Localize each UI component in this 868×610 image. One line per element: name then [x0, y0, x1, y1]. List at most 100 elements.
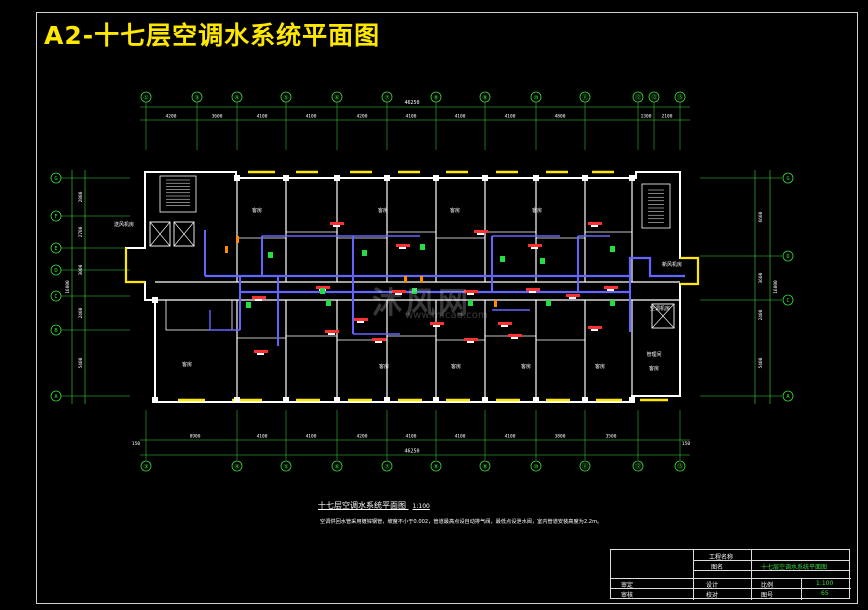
axis-label-top: ⑮	[677, 94, 683, 102]
fan-coil-valve	[531, 247, 538, 249]
fan-coil-valve	[467, 293, 474, 295]
watermark: 沐风网	[372, 286, 471, 321]
room-label: 客房	[451, 363, 461, 370]
drawing-number-value: 65	[821, 590, 829, 597]
approve-label: 审定	[621, 582, 634, 589]
axis-label-top: ⑪	[582, 94, 588, 102]
dim-bottom: 4100	[406, 434, 417, 440]
connector	[404, 276, 407, 283]
axis-bubble-bottom	[530, 460, 542, 472]
fan-coil-valve	[255, 299, 262, 301]
axis-bubble-bottom	[381, 460, 393, 472]
axis-bubble-bottom	[674, 460, 686, 472]
stair-left	[159, 175, 197, 213]
dim-bottom: 3500	[606, 434, 617, 440]
fan-coil-unit	[474, 230, 488, 233]
valve-green	[540, 258, 545, 264]
dim-bottom-edge-left: 150	[132, 441, 140, 447]
dim-left: 2700	[78, 226, 84, 237]
column	[582, 175, 588, 181]
axis-label-left: E	[54, 246, 57, 252]
axis-label-top: ⑥	[334, 95, 339, 102]
axis-label-bottom: ⑧	[433, 464, 438, 471]
column	[234, 175, 240, 181]
room-label: 新风机房	[662, 261, 682, 268]
project-name-label: 工程名称	[709, 554, 734, 561]
axis-label-bottom: ⑨	[482, 464, 487, 471]
elevator-3	[651, 303, 675, 329]
dim-top: 4200	[357, 114, 368, 120]
elevator-1	[149, 221, 171, 247]
valve-green	[420, 244, 425, 250]
fan-coil-valve	[529, 291, 536, 293]
drawing-caption: 十七层空调水系统平面图 1:100	[318, 500, 430, 511]
drawing-note: 空调供回水管采用镀锌钢管，坡度不小于0.002，管道最高点设自动排气阀，最低点设…	[320, 519, 603, 525]
fan-coil-unit	[252, 296, 266, 299]
fan-coil-unit	[330, 222, 344, 225]
dim-right-total: 16800	[773, 280, 779, 294]
dim-left: 3000	[78, 264, 84, 275]
fan-coil-valve	[569, 297, 576, 299]
valve-green	[362, 250, 367, 256]
axis-label-bottom: ⑪	[582, 463, 588, 471]
fan-coil-unit	[464, 290, 478, 293]
dim-bottom: 4100	[505, 434, 516, 440]
column	[384, 397, 390, 403]
axis-label-right: A	[786, 394, 790, 400]
dim-left: 2400	[78, 307, 84, 318]
axis-bubble-bottom	[479, 460, 491, 472]
fan-coil-unit	[588, 222, 602, 225]
drawing-title: A2-十七层空调水系统平面图	[44, 21, 381, 50]
axis-label-left: D	[54, 268, 57, 274]
dim-top: 4800	[555, 114, 566, 120]
column	[334, 397, 340, 403]
branch-pipe-south	[209, 309, 530, 335]
axis-bubble-bottom	[579, 460, 591, 472]
axis-label-top: ④	[234, 95, 239, 102]
fan-coil-valve	[357, 321, 364, 323]
fan-coil-valve	[591, 225, 598, 227]
axis-label-right: C	[786, 298, 789, 304]
dim-bottom-edge-right: 150	[682, 441, 690, 447]
connector	[494, 300, 497, 307]
fan-coil-unit	[354, 318, 368, 321]
stair-right	[641, 183, 671, 229]
column	[629, 397, 635, 403]
room-label: 客房	[450, 207, 460, 214]
axis-label-bottom: ⑩	[533, 464, 538, 471]
dim-top: 4200	[166, 114, 177, 120]
column	[629, 175, 635, 181]
axis-label-bottom: ⑮	[677, 463, 683, 471]
axis-bubble-bottom	[430, 460, 442, 472]
fan-coil-valve	[467, 341, 474, 343]
axis-bubble-right	[782, 250, 794, 262]
room-label: 空调机房	[650, 305, 670, 312]
axis-bubble-bottom	[231, 460, 243, 472]
fan-coil-valve	[607, 289, 614, 291]
axis-label-left: F	[54, 214, 57, 220]
valve-green	[246, 302, 251, 308]
axis-label-top: ⑬	[651, 94, 657, 102]
room-label: 送风机房	[114, 221, 134, 228]
axis-label-top: ③	[194, 95, 199, 102]
axis-bubble-bottom	[632, 460, 644, 472]
dim-top-total: 46250	[404, 100, 419, 106]
room-label: 客房	[379, 363, 389, 370]
fan-coil-unit	[566, 294, 580, 297]
column	[234, 397, 240, 403]
fan-coil-valve	[501, 325, 508, 327]
dim-left: 2800	[78, 191, 84, 202]
axis-label-top: ⑨	[482, 95, 487, 102]
room-label: 客房	[532, 207, 542, 214]
axis-label-bottom: ⑦	[384, 464, 389, 471]
fan-coil-valve	[399, 247, 406, 249]
fan-coil-valve	[333, 225, 340, 227]
caption-text: 十七层空调水系统平面图	[318, 501, 406, 510]
dim-bottom: 4100	[455, 434, 466, 440]
room-label: 客房	[521, 363, 531, 370]
axis-bubble-right	[782, 294, 794, 306]
axis-label-left: A	[54, 394, 58, 400]
check-label: 校对	[706, 592, 719, 599]
axis-label-bottom: ⑤	[283, 464, 288, 471]
column	[533, 397, 539, 403]
